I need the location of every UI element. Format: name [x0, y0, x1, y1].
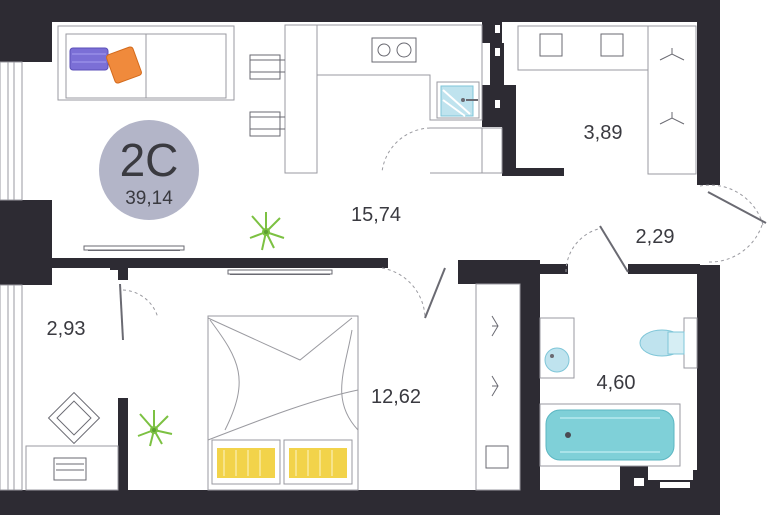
tv-icon — [83, 245, 185, 251]
bar-stool-icon — [249, 54, 285, 137]
room-area-bedroom: 12,62 — [371, 386, 421, 408]
sofa-icon — [57, 25, 235, 101]
desk-icon — [25, 445, 119, 491]
apartment-badge — [99, 120, 199, 220]
room-area-balcony: 2,93 — [47, 318, 86, 340]
room-area-hall: 2,29 — [636, 226, 675, 248]
sink-icon — [539, 317, 575, 379]
tv-icon — [227, 269, 333, 275]
kitchen-counter — [284, 24, 503, 174]
plant-icon — [137, 410, 173, 447]
plant-icon — [249, 212, 285, 251]
stove-icon — [371, 37, 417, 63]
room-area-bathroom: 4,60 — [597, 372, 636, 394]
bed-icon — [207, 315, 359, 491]
chair-icon — [47, 391, 101, 445]
wardrobe-icon — [517, 25, 697, 175]
doors — [122, 127, 764, 319]
wardrobe-icon — [475, 283, 521, 491]
windows — [0, 61, 23, 491]
apartment-type: 2С — [120, 134, 179, 186]
apartment-total-area: 39,14 — [125, 188, 173, 209]
bathtub-icon — [539, 403, 681, 467]
walls — [0, 0, 720, 515]
sink-icon — [436, 81, 480, 119]
room-area-storage: 3,89 — [584, 122, 623, 144]
toilet-icon — [639, 317, 698, 369]
room-area-kitchen-living: 15,74 — [351, 204, 401, 226]
